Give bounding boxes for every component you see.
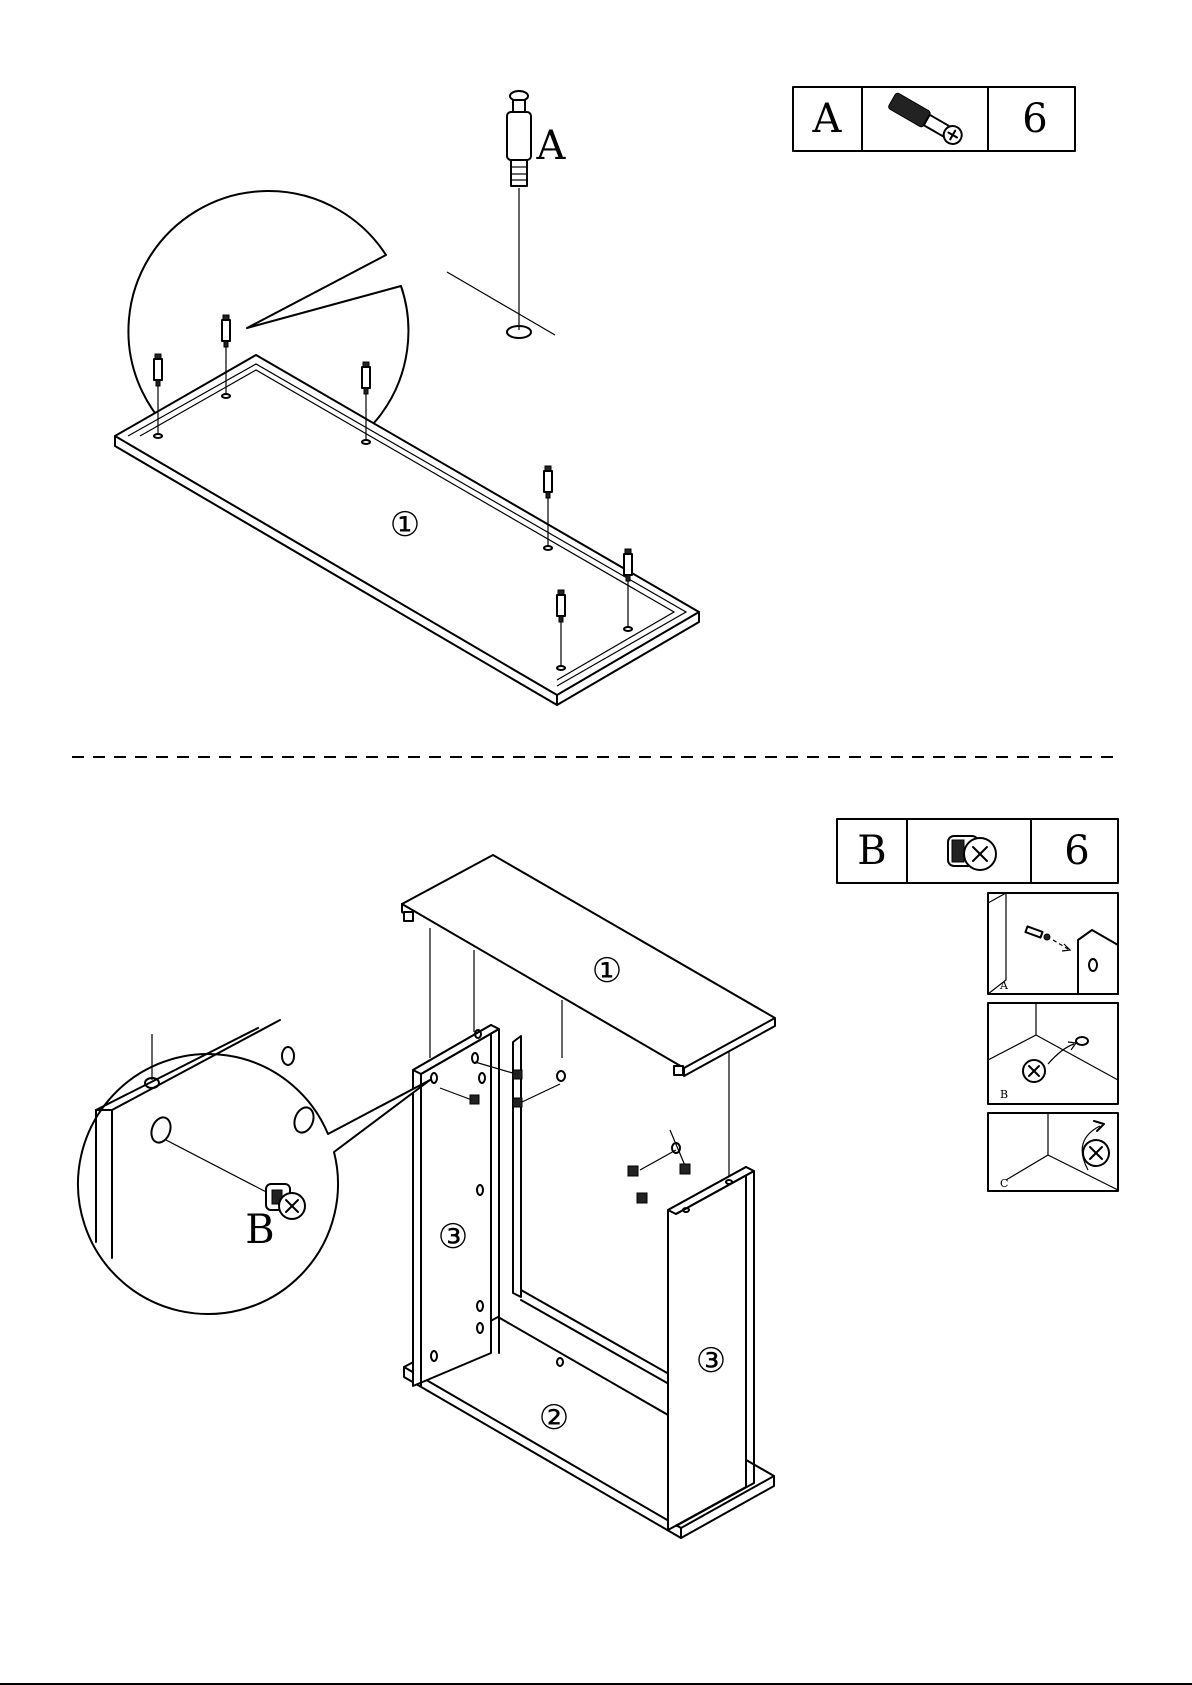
step1-top-panel: ①: [115, 355, 699, 705]
step2-right-side-panel: ③: [668, 1167, 754, 1530]
step2-left-side-number: ③: [438, 1217, 468, 1257]
step2-right-side-number: ③: [696, 1341, 726, 1381]
detail-step-c-label: C: [1000, 1177, 1008, 1190]
part-b-count: 6: [1064, 828, 1089, 874]
detail-step-a: A: [988, 893, 1118, 994]
part-a-count: 6: [1022, 96, 1047, 142]
part-b-table: B 6: [837, 819, 1118, 883]
step2-callout-letter: B: [245, 1207, 274, 1253]
cam-bolt-large-icon: [507, 91, 531, 186]
step2-left-side-panel: ③: [413, 1025, 499, 1386]
part-b-letter: B: [857, 828, 886, 874]
detail-step-b: B: [988, 1003, 1118, 1104]
cam-lock-6: [637, 1193, 647, 1203]
step2-callout: B: [78, 1020, 430, 1314]
part-a-letter: A: [812, 96, 843, 142]
detail-step-b-label: B: [1000, 1088, 1008, 1101]
step1-panel-number: ①: [390, 505, 420, 545]
cam-lock-icon: [948, 836, 996, 870]
detail-step-c: C: [988, 1113, 1118, 1191]
step2-back-panel: [513, 1036, 676, 1388]
detail-step-a-label: A: [999, 979, 1009, 992]
part-a-table: A 6: [793, 87, 1075, 151]
step2-top-panel-number: ①: [592, 951, 622, 991]
step1-callout-letter: A: [536, 123, 567, 169]
cam-lock-4: [628, 1150, 676, 1176]
step2-bottom-panel-number: ②: [539, 1398, 569, 1438]
